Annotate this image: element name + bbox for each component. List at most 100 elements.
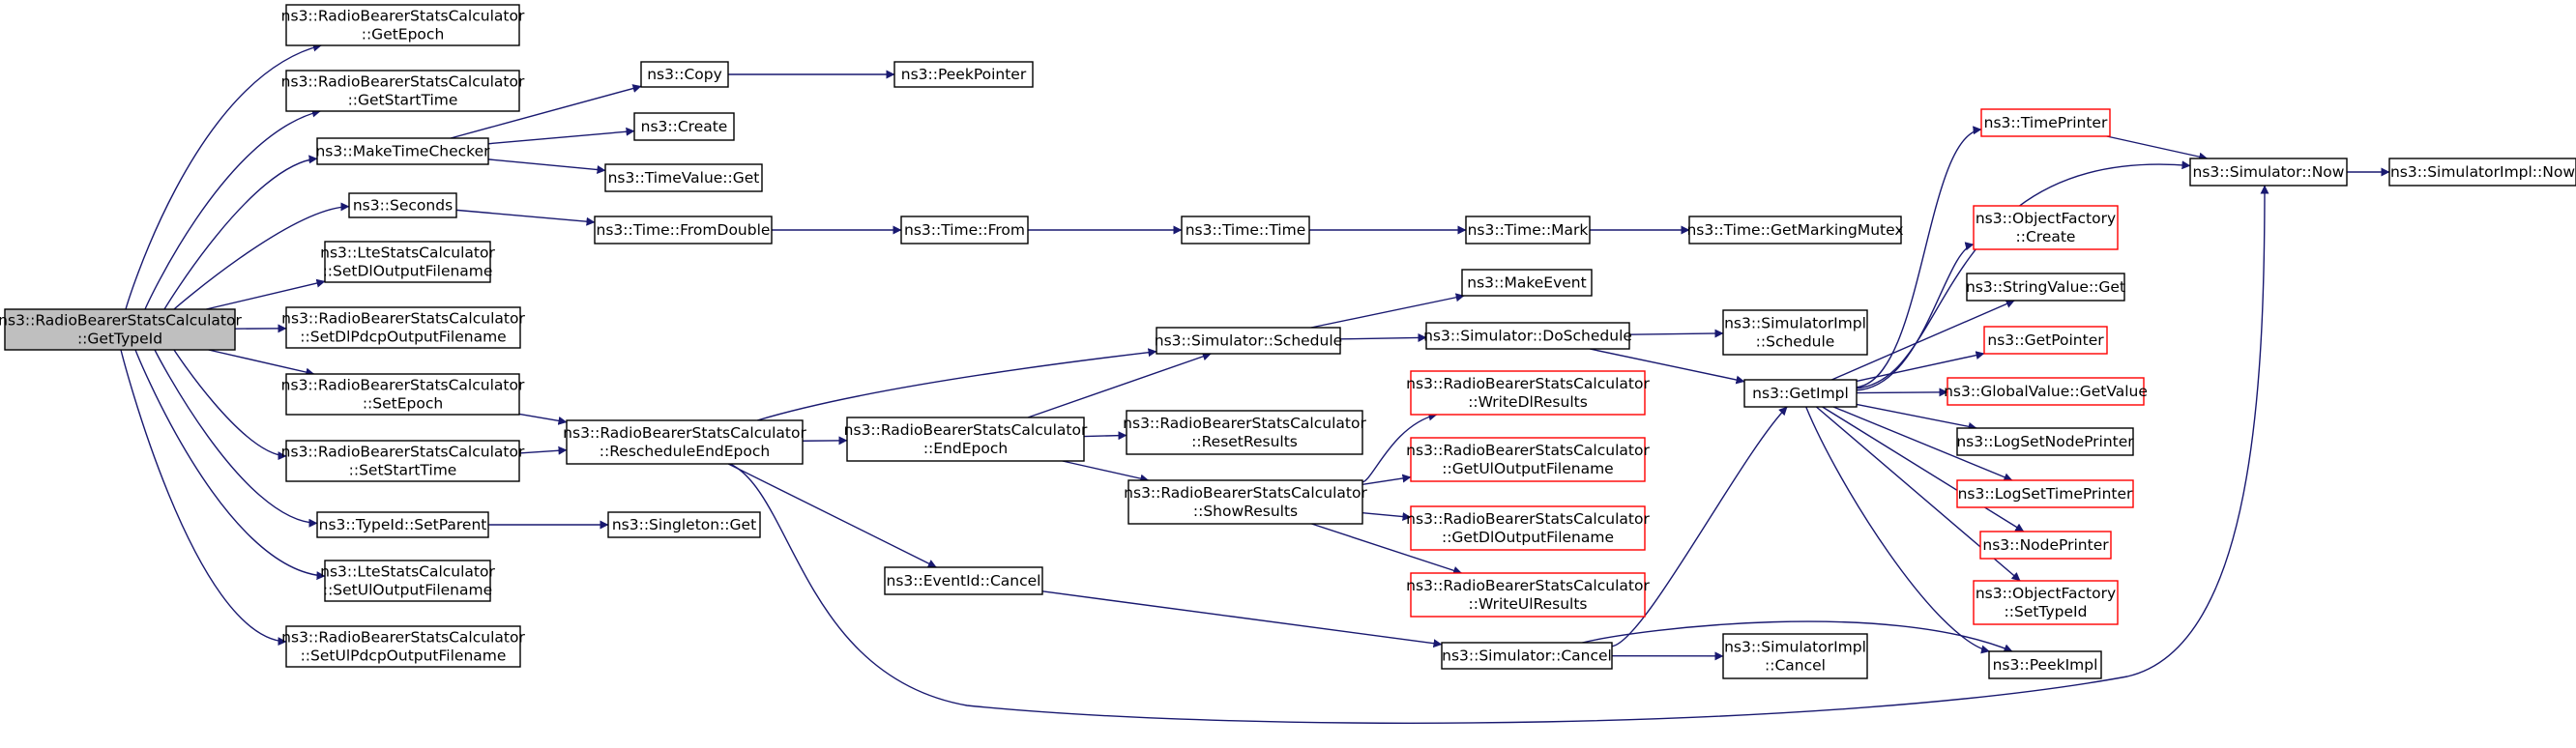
edge-reschedule-to-schedule: [756, 348, 1157, 421]
node-label: ::SetUlPdcpOutputFilename: [301, 647, 507, 665]
node-set-dl-pdcp[interactable]: ns3::RadioBearerStatsCalculator::SetDlPd…: [281, 306, 525, 349]
edge-root-to-makeTimeChecker: [163, 155, 318, 310]
node-write-dl[interactable]: ns3::RadioBearerStatsCalculator::WriteDl…: [1406, 370, 1650, 416]
node-label: ::Create: [2016, 228, 2076, 245]
node-peek-pointer[interactable]: ns3::PeekPointer: [893, 61, 1034, 88]
node-label: ns3::Time::Time: [1186, 221, 1306, 239]
call-edges: [120, 43, 2390, 724]
node-make-time-checker[interactable]: ns3::MakeTimeChecker: [315, 137, 490, 165]
edge-getImpl-to-stringValueGet: [1830, 300, 2015, 381]
node-root[interactable]: ns3::RadioBearerStatsCalculator::GetType…: [0, 308, 242, 351]
node-box: [1465, 216, 1591, 245]
node-lte-set-dl[interactable]: ns3::LteStatsCalculator::SetDlOutputFile…: [320, 241, 495, 283]
node-label: ns3::Copy: [647, 66, 722, 83]
edge-reschedule-to-simNow: [729, 185, 2269, 724]
node-global-value-get[interactable]: ns3::GlobalValue::GetValue: [1944, 377, 2148, 406]
node-label: ns3::MakeEvent: [1467, 274, 1586, 292]
node-sim-cancel[interactable]: ns3::Simulator::Cancel: [1441, 642, 1613, 670]
node-label: ns3::RadioBearerStatsCalculator: [281, 629, 525, 647]
node-label: ns3::RadioBearerStatsCalculator: [1406, 442, 1650, 459]
node-get-pointer[interactable]: ns3::GetPointer: [1983, 326, 2108, 355]
node-log-set-time-printer[interactable]: ns3::LogSetTimePrinter: [1956, 479, 2134, 508]
node-show-results[interactable]: ns3::RadioBearerStatsCalculator::ShowRes…: [1124, 479, 1367, 525]
edge-schedule-to-makeEvent: [1310, 293, 1465, 329]
node-end-epoch[interactable]: ns3::RadioBearerStatsCalculator::EndEpoc…: [844, 417, 1088, 462]
node-label: ::GetUlOutputFilename: [1442, 460, 1613, 477]
node-impl-now[interactable]: ns3::SimulatorImpl::Now: [2388, 158, 2576, 187]
node-box: [1441, 642, 1613, 670]
edge-timePrinter-to-simNow: [2106, 135, 2209, 161]
node-label: ns3::GetPointer: [1987, 331, 2104, 349]
node-time-printer[interactable]: ns3::TimePrinter: [1980, 108, 2111, 137]
node-box: [1743, 379, 1858, 408]
node-node-printer[interactable]: ns3::NodePrinter: [1979, 531, 2112, 560]
node-label: ns3::SimulatorImpl: [1724, 315, 1866, 332]
node-marking-mutex[interactable]: ns3::Time::GetMarkingMutex: [1686, 216, 1904, 245]
node-sim-now[interactable]: ns3::Simulator::Now: [2189, 158, 2348, 187]
node-box: [1956, 479, 2134, 508]
edge-setEpoch-to-reschedule: [518, 413, 568, 425]
node-of-create[interactable]: ns3::ObjectFactory::Create: [1973, 205, 2119, 250]
node-set-start-time[interactable]: ns3::RadioBearerStatsCalculator::SetStar…: [281, 440, 525, 482]
node-event-cancel[interactable]: ns3::EventId::Cancel: [884, 566, 1043, 595]
node-box: [285, 306, 521, 349]
node-box: [1956, 427, 2134, 456]
node-box: [1947, 377, 2145, 406]
node-get-ul-out[interactable]: ns3::RadioBearerStatsCalculator::GetUlOu…: [1406, 437, 1650, 482]
node-create[interactable]: ns3::Create: [633, 112, 735, 141]
node-box: [4, 308, 236, 351]
edge-root-to-setUlPdcp: [120, 349, 287, 647]
node-label: ::EndEpoch: [923, 440, 1008, 457]
node-box: [1973, 580, 2119, 625]
node-box: [285, 70, 520, 112]
edge-root-to-lteSetDl: [206, 278, 326, 310]
node-get-start-time[interactable]: ns3::RadioBearerStatsCalculator::GetStar…: [281, 70, 525, 112]
node-get-dl-out[interactable]: ns3::RadioBearerStatsCalculator::GetDlOu…: [1406, 505, 1650, 551]
node-label: ::Cancel: [1765, 657, 1826, 675]
edge-showResults-to-writeUl: [1311, 523, 1462, 575]
node-set-ul-pdcp[interactable]: ns3::RadioBearerStatsCalculator::SetUlPd…: [281, 625, 525, 668]
node-peek-impl[interactable]: ns3::PeekImpl: [1988, 650, 2102, 679]
node-get-epoch[interactable]: ns3::RadioBearerStatsCalculator::GetEpoc…: [281, 4, 525, 46]
node-label: ns3::Simulator::Cancel: [1442, 647, 1612, 665]
node-get-impl[interactable]: ns3::GetImpl: [1743, 379, 1858, 408]
node-make-event[interactable]: ns3::MakeEvent: [1461, 269, 1593, 297]
node-box: [1966, 273, 2125, 302]
node-set-parent[interactable]: ns3::TypeId::SetParent: [316, 511, 489, 538]
edge-reschedule-to-eventCancel: [727, 463, 937, 568]
node-time-from[interactable]: ns3::Time::From: [900, 216, 1029, 245]
node-box: [607, 511, 761, 538]
node-string-value-get[interactable]: ns3::StringValue::Get: [1966, 273, 2125, 302]
node-write-ul[interactable]: ns3::RadioBearerStatsCalculator::WriteUl…: [1406, 572, 1650, 618]
node-label: ns3::TimeValue::Get: [608, 169, 760, 187]
node-label: ns3::RadioBearerStatsCalculator: [281, 73, 525, 91]
node-lte-set-ul[interactable]: ns3::LteStatsCalculator::SetUlOutputFile…: [320, 560, 495, 602]
node-label: ns3::NodePrinter: [1982, 536, 2109, 554]
node-label: ns3::Simulator::Schedule: [1155, 332, 1342, 350]
node-label: ns3::GlobalValue::GetValue: [1944, 383, 2148, 400]
node-copy[interactable]: ns3::Copy: [640, 61, 729, 88]
node-singleton-get[interactable]: ns3::Singleton::Get: [607, 511, 761, 538]
node-do-schedule[interactable]: ns3::Simulator::DoSchedule: [1423, 322, 1632, 350]
node-log-set-node-printer[interactable]: ns3::LogSetNodePrinter: [1956, 427, 2134, 456]
node-reschedule[interactable]: ns3::RadioBearerStatsCalculator::Resched…: [563, 419, 806, 465]
node-label: ::RescheduleEndEpoch: [600, 443, 770, 460]
node-box: [893, 61, 1034, 88]
node-set-epoch[interactable]: ns3::RadioBearerStatsCalculator::SetEpoc…: [281, 373, 525, 416]
node-time-time[interactable]: ns3::Time::Time: [1181, 216, 1310, 245]
node-seconds[interactable]: ns3::Seconds: [348, 192, 457, 218]
node-impl-cancel[interactable]: ns3::SimulatorImpl::Cancel: [1722, 633, 1868, 679]
node-label: ns3::Time::FromDouble: [597, 221, 771, 239]
edge-showResults-to-writeDl: [1361, 412, 1438, 483]
node-box: [1722, 309, 1868, 356]
node-reset-results[interactable]: ns3::RadioBearerStatsCalculator::ResetRe…: [1123, 410, 1366, 455]
node-impl-schedule[interactable]: ns3::SimulatorImpl::Schedule: [1722, 309, 1868, 356]
node-from-double[interactable]: ns3::Time::FromDouble: [594, 216, 773, 245]
node-of-set-type-id[interactable]: ns3::ObjectFactory::SetTypeId: [1973, 580, 2119, 625]
node-time-value-get[interactable]: ns3::TimeValue::Get: [604, 163, 763, 192]
node-schedule[interactable]: ns3::Simulator::Schedule: [1155, 327, 1342, 355]
node-time-mark[interactable]: ns3::Time::Mark: [1465, 216, 1591, 245]
edge-getImpl-to-simNow: [1856, 160, 2191, 389]
node-label: ns3::Simulator::DoSchedule: [1423, 328, 1632, 345]
node-box: [1156, 327, 1341, 355]
